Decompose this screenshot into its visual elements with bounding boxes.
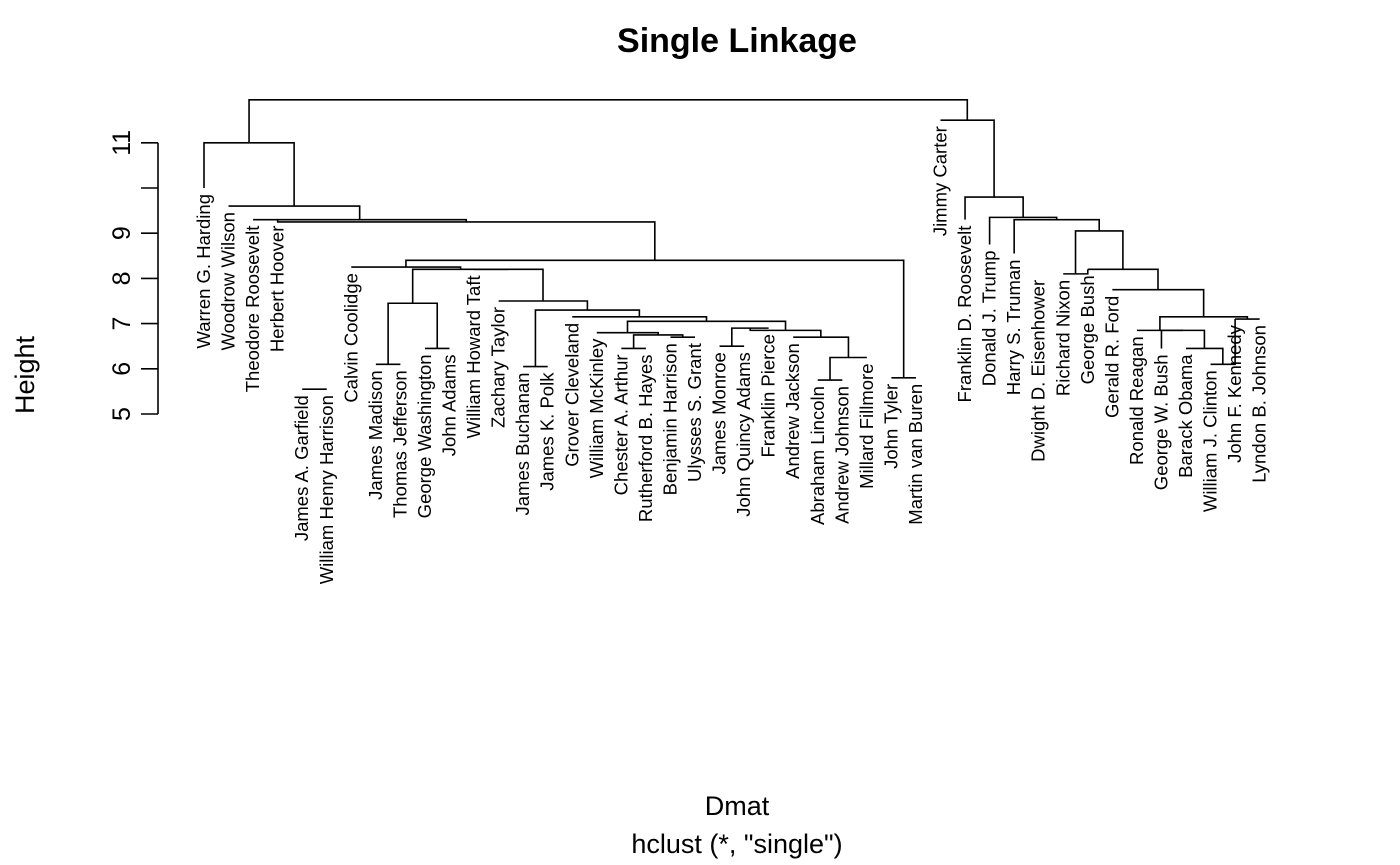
y-tick-label: 9 xyxy=(108,226,136,240)
leaf-label: John F. Kennedy xyxy=(1224,324,1245,463)
leaf-label: Dwight D. Eisenhower xyxy=(1028,280,1049,462)
dendrogram-link xyxy=(829,356,867,381)
leaf-label: James A. Garfield xyxy=(291,395,312,541)
dendrogram-links xyxy=(203,99,1260,390)
leaf-label: Theodore Roosevelt xyxy=(242,226,263,393)
leaf-label: Ronald Reagan xyxy=(1126,336,1147,465)
leaf-label: Jimmy Carter xyxy=(930,126,951,236)
dendrogram-link xyxy=(1210,319,1236,366)
y-tick-label: 7 xyxy=(108,317,136,331)
leaf-label: John Tyler xyxy=(880,384,901,469)
y-tick-label: 6 xyxy=(108,362,136,376)
leaf-label: Andrew Johnson xyxy=(831,386,852,524)
leaf-label: Rutherford B. Hayes xyxy=(635,354,656,522)
dendrogram-link xyxy=(253,218,468,222)
leaf-label: Martin van Buren xyxy=(905,384,926,525)
y-tick-label: 8 xyxy=(108,271,136,285)
leaf-label: William McKinley xyxy=(586,338,607,479)
leaf-label: Chester A. Arthur xyxy=(610,354,631,495)
dendrogram-link xyxy=(498,300,589,311)
leaf-label: Warren G. Harding xyxy=(193,194,214,349)
leaf-label: George Bush xyxy=(1077,275,1098,384)
dendrogram-link xyxy=(1160,329,1206,349)
leaf-label: Thomas Jefferson xyxy=(389,370,410,518)
leaf-label: Grover Cleveland xyxy=(561,323,582,467)
y-tick-label: 5 xyxy=(108,407,136,421)
leaf-label: James K. Polk xyxy=(537,372,558,491)
dendrogram-link xyxy=(1074,230,1124,274)
dendrogram-link xyxy=(1112,288,1205,317)
dendrogram-link xyxy=(572,316,708,322)
dendrogram-link xyxy=(964,196,1024,220)
y-axis: 5 6 7 8 9 11 xyxy=(108,130,159,421)
dendrogram-link xyxy=(1013,218,1101,254)
leaf-label: Donald J. Trump xyxy=(979,251,1000,387)
dendrogram-link xyxy=(228,205,361,220)
dendrogram-link xyxy=(596,331,659,335)
y-axis-title: Height xyxy=(10,335,40,414)
leaf-label: George W. Bush xyxy=(1150,354,1171,490)
leaf-label: Herbert Hoover xyxy=(267,226,288,352)
dendrogram-link xyxy=(474,268,544,301)
dendrogram-link xyxy=(1063,269,1089,275)
leaf-label: Gerald R. Ford xyxy=(1101,296,1122,418)
leaf-label: Calvin Coolidge xyxy=(340,273,361,403)
leaf-label: John Quincy Adams xyxy=(733,352,754,517)
dendrogram-link xyxy=(988,216,1058,245)
dendrogram-link xyxy=(940,119,995,198)
leaf-label: Barack Obama xyxy=(1175,354,1196,478)
leaf-label: Richard Nixon xyxy=(1052,280,1073,396)
leaf-label: Lyndon B. Johnson xyxy=(1249,325,1270,483)
leaf-label: William Henry Harrison xyxy=(316,395,337,584)
leaf-label: Woodrow Wilson xyxy=(218,212,239,350)
leaf-label: Zachary Taylor xyxy=(488,307,509,428)
leaf-label: Ulysses S. Grant xyxy=(684,343,705,482)
dendrogram-link xyxy=(248,99,969,143)
dendrogram-link xyxy=(793,336,850,358)
dendrogram-link xyxy=(1186,347,1224,365)
leaf-label: Franklin D. Roosevelt xyxy=(954,226,975,403)
leaf-label: Harry S. Truman xyxy=(1003,260,1024,396)
leaf-label: Abraham Lincoln xyxy=(807,386,828,525)
leaf-label: Franklin Pierce xyxy=(758,334,779,457)
dendrogram-link xyxy=(203,142,295,207)
x-axis-title: Dmat xyxy=(705,791,770,821)
dendrogram-link xyxy=(1087,268,1159,290)
leaf-label: William J. Clinton xyxy=(1200,370,1221,512)
leaf-label: James Madison xyxy=(365,370,386,500)
dendrogram-link xyxy=(411,268,509,304)
leaf-label: John Adams xyxy=(439,354,460,456)
leaf-label: Benjamin Harrison xyxy=(659,343,680,495)
dendrogram-link xyxy=(276,219,656,261)
method-sublabel: hclust (*, "single") xyxy=(631,829,842,859)
leaf-label: James Buchanan xyxy=(512,373,533,516)
dendrogram-link xyxy=(351,266,462,270)
y-tick-label: 11 xyxy=(108,130,136,156)
chart-title: Single Linkage xyxy=(617,22,857,60)
leaf-label: George Washington xyxy=(414,354,435,518)
dendrogram-link xyxy=(731,327,769,347)
leaf-label: William Howard Taft xyxy=(463,275,484,438)
leaf-label: Andrew Jackson xyxy=(782,343,803,479)
leaf-label: Millard Fillmore xyxy=(856,364,877,489)
leaf-label: James Monroe xyxy=(709,352,730,474)
